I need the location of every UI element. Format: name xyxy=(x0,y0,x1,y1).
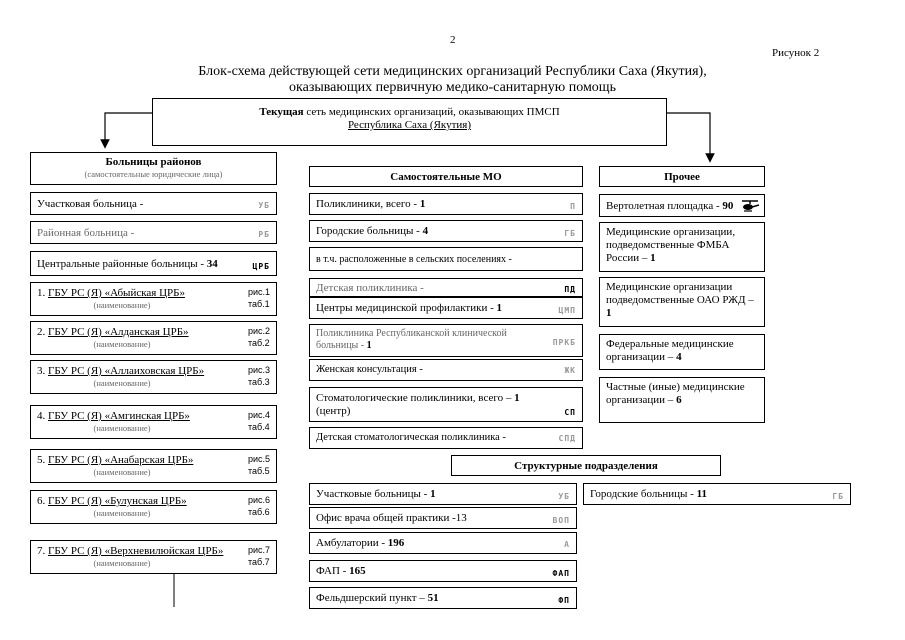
crb-entry-7: 7. ГБУ РС (Я) «Верхневилюйская ЦРБ» (наи… xyxy=(30,540,277,574)
crb-name[interactable]: ГБУ РС (Я) «Алданская ЦРБ» xyxy=(48,326,189,338)
fig-link[interactable]: рис.5 xyxy=(247,454,270,464)
code-badge: УБ xyxy=(558,492,570,501)
fig-link[interactable]: рис.2 xyxy=(247,326,270,336)
code-badge: РБ xyxy=(258,230,270,239)
fig-link[interactable]: рис.7 xyxy=(247,545,270,555)
crb-name[interactable]: ГБУ РС (Я) «Верхневилюйская ЦРБ» xyxy=(48,545,224,557)
fig-link[interactable]: рис.3 xyxy=(247,365,270,375)
crb-entry-6: 6. ГБУ РС (Я) «Булунская ЦРБ» (наименова… xyxy=(30,490,277,524)
crb-name[interactable]: ГБУ РС (Я) «Абыйская ЦРБ» xyxy=(48,287,185,299)
tab-link[interactable]: таб.2 xyxy=(247,338,270,348)
top-box-text: сеть медицинских организаций, оказывающи… xyxy=(303,106,560,118)
crb-entry-4: 4. ГБУ РС (Я) «Амгинская ЦРБ» (наименова… xyxy=(30,405,277,439)
code-badge: ФП xyxy=(558,596,570,605)
list-item: Медицинские организации, подведомственны… xyxy=(599,222,765,272)
code-badge: ВОП xyxy=(552,516,570,525)
district-hospitals-header: Больницы районов (самостоятельные юридич… xyxy=(30,152,277,185)
fig-link[interactable]: рис.4 xyxy=(247,410,270,420)
tab-link[interactable]: таб.6 xyxy=(247,507,270,517)
list-item: Медицинские организации подведомственные… xyxy=(599,277,765,327)
crb-name[interactable]: ГБУ РС (Я) «Аллаиховская ЦРБ» xyxy=(48,365,205,377)
tab-link[interactable]: таб.5 xyxy=(247,466,270,476)
district-hospitals-title: Больницы районов xyxy=(105,156,202,168)
figure-label: Рисунок 2 xyxy=(772,47,820,59)
fig-link[interactable]: рис.1 xyxy=(247,287,270,297)
code-badge: А xyxy=(564,540,570,549)
crb-entry-2: 2. ГБУ РС (Я) «Алданская ЦРБ» (наименова… xyxy=(30,321,277,355)
title-line-2: оказывающих первичную медико-санитарную … xyxy=(289,80,616,95)
crb-entry-1: 1. ГБУ РС (Я) «Абыйская ЦРБ» (наименован… xyxy=(30,282,277,316)
code-badge: СП xyxy=(564,408,576,417)
tab-link[interactable]: таб.1 xyxy=(247,299,270,309)
list-item: Городские больницы - 4 ГБ xyxy=(309,220,583,242)
list-item: в т.ч. расположенные в сельских поселени… xyxy=(309,247,583,271)
list-item: Поликлиника Республиканской клинической … xyxy=(309,324,583,357)
crb-name[interactable]: ГБУ РС (Я) «Булунская ЦРБ» xyxy=(48,495,187,507)
tab-link[interactable]: таб.4 xyxy=(247,422,270,432)
tab-link[interactable]: таб.7 xyxy=(247,557,270,567)
list-item: Детская стоматологическая поликлиника - … xyxy=(309,427,583,449)
code-badge: ЦРБ xyxy=(252,262,270,271)
list-item: Центры медицинской профилактики - 1 ЦМП xyxy=(309,297,583,319)
code-badge: ПРКБ xyxy=(552,338,576,347)
list-item: Федеральные медицинские организации – 4 xyxy=(599,334,765,370)
current-network-box: Текущая сеть медицинских организаций, ок… xyxy=(152,98,667,146)
crb-entry-5: 5. ГБУ РС (Я) «Анабарская ЦРБ» (наименов… xyxy=(30,449,277,483)
list-item: Амбулатории - 196 А xyxy=(309,532,577,554)
city-hospitals-item: Городские больницы - 11 ГБ xyxy=(583,483,851,505)
independent-mo-header: Самостоятельные МО xyxy=(309,166,583,187)
top-box-bold: Текущая xyxy=(259,106,304,118)
list-item: Поликлиники, всего - 1 П xyxy=(309,193,583,215)
code-badge: П xyxy=(570,202,576,211)
structural-divisions-header: Структурные подразделения xyxy=(451,455,721,476)
fig-link[interactable]: рис.6 xyxy=(247,495,270,505)
code-badge: ЖК xyxy=(564,366,576,375)
tab-link[interactable]: таб.3 xyxy=(247,377,270,387)
list-item: Центральные районные больницы - 34 ЦРБ xyxy=(30,251,277,276)
page-title: Блок-схема действующей сети медицинских … xyxy=(140,64,765,96)
heliport-item: Вертолетная площадка - 90 xyxy=(599,194,765,217)
code-badge: УБ xyxy=(258,201,270,210)
crb-entry-3: 3. ГБУ РС (Я) «Аллаиховская ЦРБ» (наимен… xyxy=(30,360,277,394)
list-item: Женская консультация - ЖК xyxy=(309,359,583,381)
list-item: Участковые больницы - 1 УБ xyxy=(309,483,577,505)
top-box-region: Республика Саха (Якутия) xyxy=(347,119,472,131)
code-badge: СПД xyxy=(558,434,576,443)
code-badge: ФАП xyxy=(552,569,570,578)
list-item: Детская поликлиника - ПД xyxy=(309,278,583,297)
helicopter-icon xyxy=(742,200,760,212)
list-item: Участковая больница - УБ xyxy=(30,192,277,215)
crb-name[interactable]: ГБУ РС (Я) «Анабарская ЦРБ» xyxy=(48,454,194,466)
list-item: Офис врача общей практики -13 ВОП xyxy=(309,507,577,529)
code-badge: ГБ xyxy=(564,229,576,238)
title-line-1: Блок-схема действующей сети медицинских … xyxy=(198,64,707,79)
code-badge: ЦМП xyxy=(558,306,576,315)
code-badge: ПД xyxy=(564,285,576,294)
list-item: Стоматологические поликлиники, всего – 1… xyxy=(309,387,583,422)
crb-name[interactable]: ГБУ РС (Я) «Амгинская ЦРБ» xyxy=(48,410,190,422)
page-number: 2 xyxy=(450,34,456,46)
other-header: Прочее xyxy=(599,166,765,187)
list-item: ФАП - 165 ФАП xyxy=(309,560,577,582)
list-item: Частные (иные) медицинские организации –… xyxy=(599,377,765,423)
list-item: Районная больница - РБ xyxy=(30,221,277,244)
list-item: Фельдшерский пункт – 51 ФП xyxy=(309,587,577,609)
district-hospitals-subtitle: (самостоятельные юридические лица) xyxy=(84,169,223,179)
code-badge: ГБ xyxy=(832,492,844,501)
